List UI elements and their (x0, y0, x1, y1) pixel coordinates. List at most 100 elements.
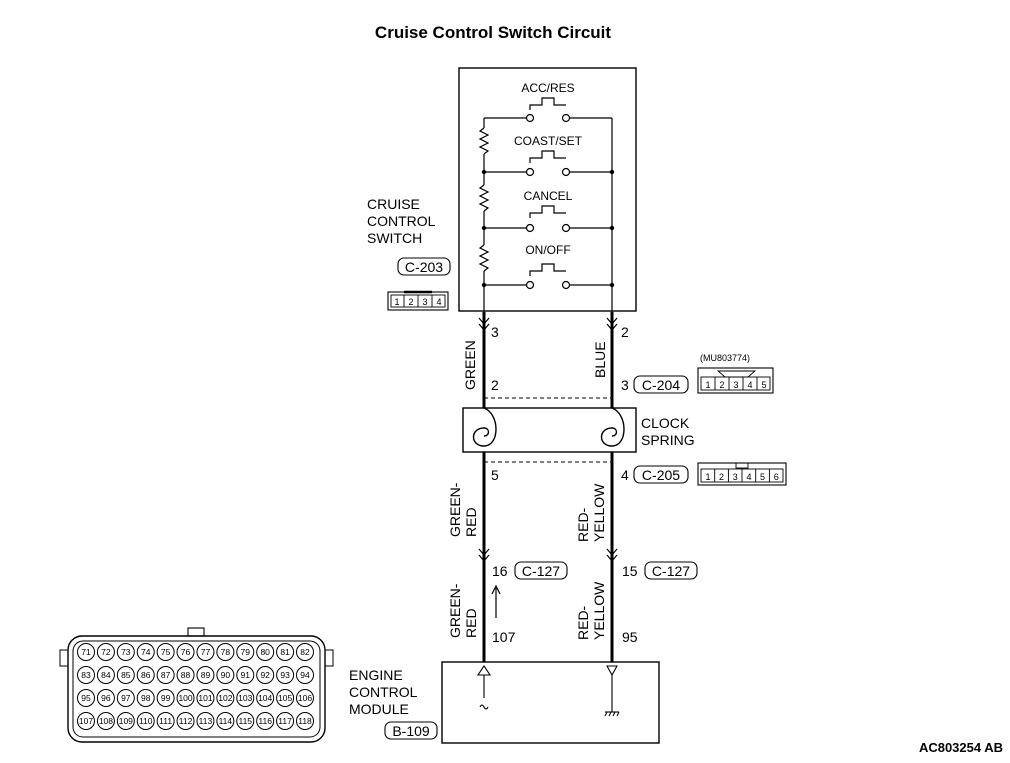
ecm-pin-96 (96, 689, 115, 707)
wire-color-red-yellow-mid-1: RED- (575, 507, 591, 542)
ecm-pin-label-73: 73 (121, 647, 131, 657)
ecm-pin-label-82: 82 (300, 647, 310, 657)
ecm-pin-102 (216, 689, 235, 707)
ecm-pin-label-116: 116 (258, 716, 272, 726)
pin-clock-left: 5 (491, 467, 499, 483)
ecm-pin-label-109: 109 (119, 716, 133, 726)
button-label-on-off: ON/OFF (525, 243, 570, 257)
connector-tag-c205: C-205 (633, 465, 689, 484)
svg-text:C-203: C-203 (405, 259, 443, 275)
switch-name-line-2: CONTROL (367, 213, 436, 229)
ecm-pin-104 (256, 689, 275, 707)
ecm-pin-label-89: 89 (201, 670, 211, 680)
ecm-pin-73 (116, 643, 135, 661)
ecm-pin-114 (216, 712, 235, 730)
ecm-pin-110 (136, 712, 155, 730)
resistor-3 (478, 244, 490, 272)
ecm-pin-80 (256, 643, 275, 661)
connector-tag-c127-left: C-127 (514, 561, 568, 580)
button-label-acc-res: ACC/RES (521, 81, 574, 95)
ecm-pin-left: 107 (492, 629, 516, 645)
ecm-pin-84 (96, 666, 115, 684)
ecm-pin-79 (236, 643, 255, 661)
ecm-pin-label-94: 94 (300, 670, 310, 680)
svg-text:5: 5 (761, 380, 766, 390)
ecm-pin-103 (236, 689, 255, 707)
svg-text:2: 2 (719, 380, 724, 390)
ecm-pin-94 (296, 666, 314, 684)
ecm-pin-label-113: 113 (199, 716, 213, 726)
ecm-pin-label-100: 100 (178, 693, 192, 703)
ecm-pin-105 (276, 689, 295, 707)
connector-tag-b109: B-109 (384, 721, 438, 740)
ecm-pin-label-92: 92 (260, 670, 270, 680)
ecm-pin-89 (196, 666, 215, 684)
ecm-pin-81 (276, 643, 295, 661)
ecm-pin-75 (156, 643, 175, 661)
engine-control-module (441, 661, 660, 744)
ecm-pin-label-110: 110 (139, 716, 153, 726)
clock-spring-name-line-2: SPRING (641, 432, 695, 448)
svg-text:3: 3 (733, 380, 738, 390)
ecm-pin-71 (77, 643, 95, 661)
ecm-pin-label-112: 112 (179, 716, 193, 726)
svg-text:1: 1 (394, 297, 399, 307)
ecm-pin-right: 95 (622, 629, 638, 645)
ecm-pin-115 (236, 712, 255, 730)
spring-coil-right (600, 407, 625, 447)
ecm-pin-label-84: 84 (101, 670, 111, 680)
ecm-pin-91 (236, 666, 255, 684)
svg-text:C-127: C-127 (522, 563, 560, 579)
ecm-pin-label-107: 107 (79, 716, 93, 726)
svg-text:B-109: B-109 (392, 723, 430, 739)
clock-spring-name-line-1: CLOCK (641, 415, 690, 431)
ecm-pin-111 (156, 712, 175, 730)
ecm-pin-83 (77, 666, 95, 684)
ecm-pin-78 (216, 643, 235, 661)
switch-name-line-3: SWITCH (367, 230, 422, 246)
ecm-pin-label-97: 97 (121, 693, 131, 703)
wire-color-green: GREEN (462, 340, 478, 390)
svg-text:2: 2 (719, 472, 724, 482)
ecm-pin-109 (116, 712, 135, 730)
ecm-pin-100 (176, 689, 195, 707)
wire-green (478, 312, 490, 398)
ecm-pin-95 (77, 689, 95, 707)
connector-face-c204: 1 2 3 4 5 (697, 367, 774, 394)
ecm-pin-label-88: 88 (181, 670, 191, 680)
wire-color-blue: BLUE (592, 341, 608, 378)
svg-text:5: 5 (760, 472, 765, 482)
pin-blue-top: 2 (621, 324, 629, 340)
connector-face-c205: 1 2 3 4 5 6 (697, 462, 787, 486)
ecm-name-line-1: ENGINE (349, 667, 403, 683)
wire-color-red-yellow-low-2: YELLOW (591, 581, 607, 640)
ecm-pin-98 (136, 689, 155, 707)
svg-text:1: 1 (705, 472, 710, 482)
svg-text:C-204: C-204 (642, 377, 680, 393)
svg-text:3: 3 (422, 297, 427, 307)
ecm-pin-106 (296, 689, 314, 707)
pin-blue-bottom: 3 (621, 377, 629, 393)
wire-green-red-mid (478, 462, 490, 562)
svg-text:2: 2 (408, 297, 413, 307)
ecm-pin-101 (196, 689, 215, 707)
wire-color-red-yellow-low-1: RED- (575, 605, 591, 640)
ecm-pin-label-117: 117 (278, 716, 292, 726)
ecm-pin-label-78: 78 (221, 647, 231, 657)
pin-green-bottom: 2 (491, 377, 499, 393)
ecm-pin-label-108: 108 (99, 716, 113, 726)
svg-text:6: 6 (774, 472, 779, 482)
ecm-pin-116 (256, 712, 275, 730)
svg-text:1: 1 (705, 380, 710, 390)
switch-acc-res (484, 97, 612, 123)
pin-clock-right: 4 (621, 467, 629, 483)
ecm-pin-113 (196, 712, 215, 730)
ecm-pin-82 (296, 643, 314, 661)
ecm-pin-label-77: 77 (201, 647, 211, 657)
wire-color-red-yellow-mid-2: YELLOW (591, 483, 607, 542)
switch-cancel (481, 205, 615, 233)
diagram-title: Cruise Control Switch Circuit (375, 23, 611, 42)
ecm-pin-117 (276, 712, 295, 730)
ecm-pin-label-71: 71 (81, 647, 91, 657)
